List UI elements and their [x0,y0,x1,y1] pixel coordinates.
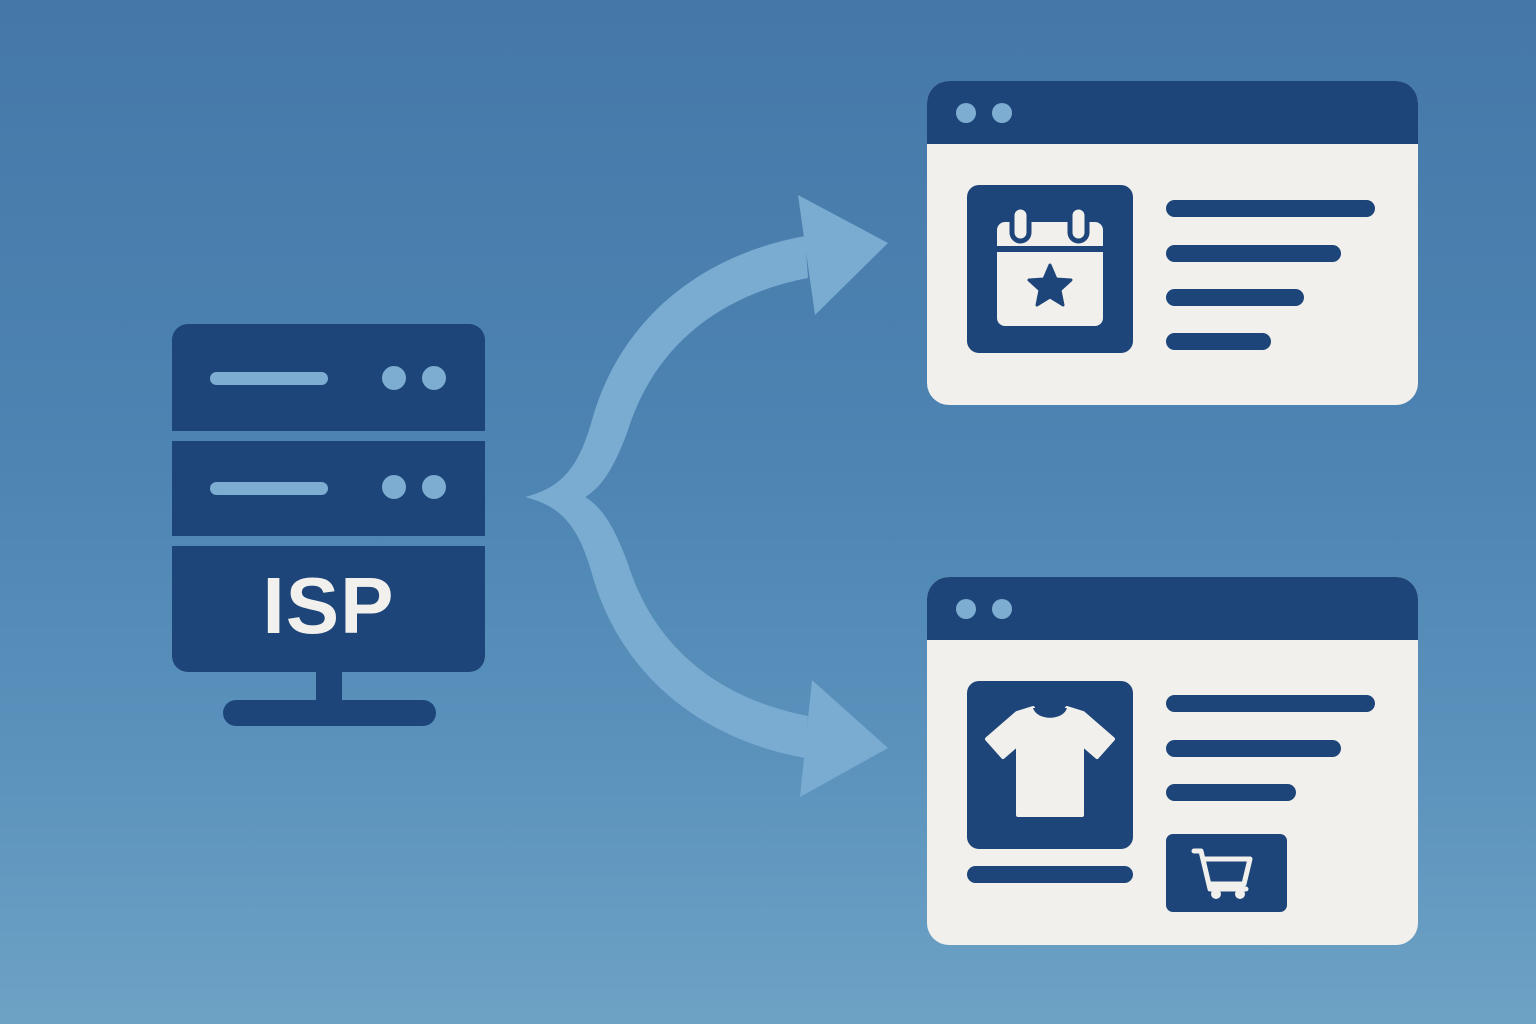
server-unit-2 [172,441,485,536]
server-led [382,366,406,390]
window-dot [956,103,976,123]
window-titlebar [927,577,1418,640]
shopping-cart-icon [1191,848,1253,899]
text-line [1166,245,1341,262]
server-unit-3: ISP [172,546,485,672]
server-led [422,366,446,390]
text-line [1166,333,1271,350]
product-caption-line [967,866,1133,883]
product-thumbnail [967,681,1133,849]
server-stand-pole [316,670,342,704]
text-line [1166,784,1296,801]
window-dot [992,103,1012,123]
text-line [1166,740,1341,757]
window-dot [956,599,976,619]
server-status-bar [210,482,328,495]
event-thumbnail [967,185,1133,353]
window-titlebar [927,81,1418,144]
window-dot [992,599,1012,619]
browser-window-shop [927,577,1418,945]
server-led [422,475,446,499]
server-status-bar [210,372,328,385]
isp-label: ISP [262,561,395,650]
text-line [1166,289,1304,306]
server-unit-1 [172,324,485,431]
text-line [1166,200,1375,217]
calendar-star-icon [997,204,1103,326]
text-line [1166,695,1375,712]
browser-window-event [927,81,1418,405]
server-led [382,475,406,499]
server-stand-base [223,700,436,726]
add-to-cart-button[interactable] [1166,834,1287,912]
tshirt-icon [985,706,1115,817]
